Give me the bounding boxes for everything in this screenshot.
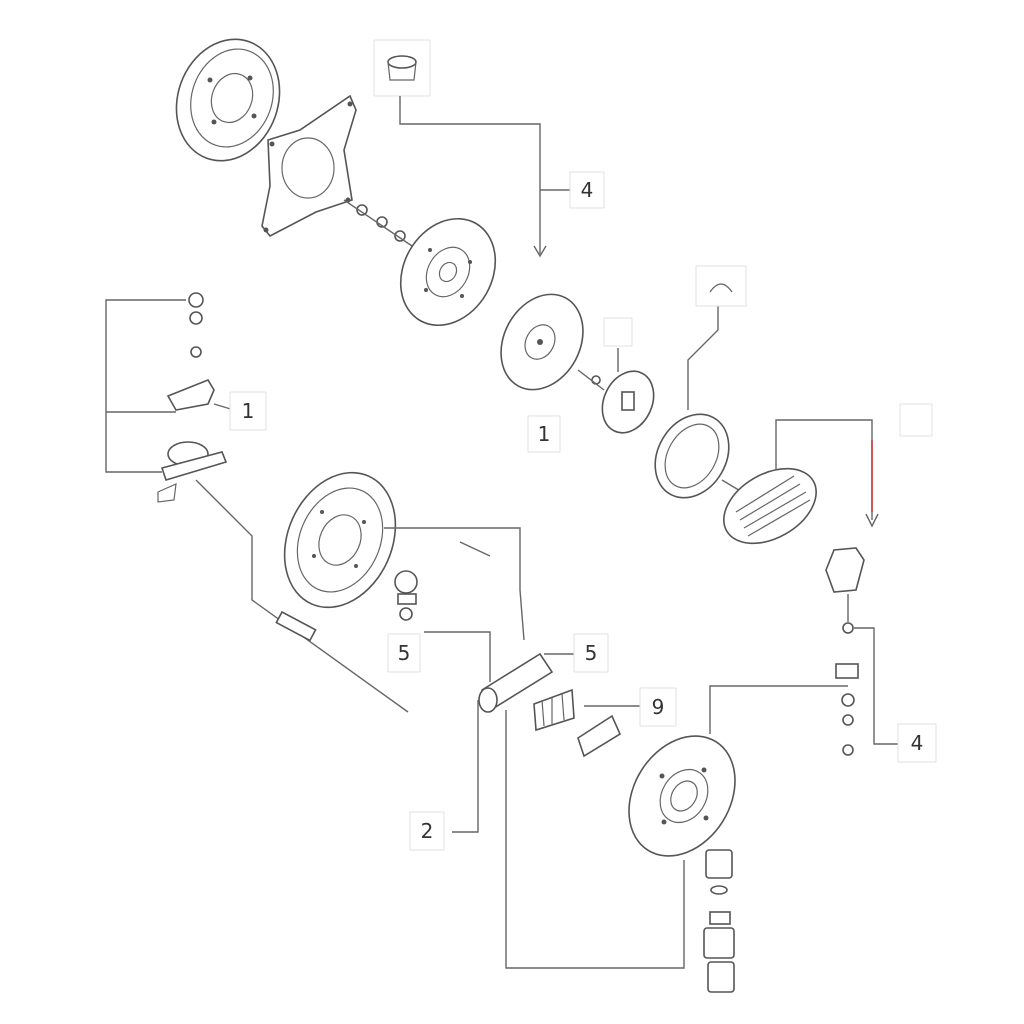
bolt-stack-bottom (703, 849, 735, 993)
rotor-large-left (283, 471, 525, 641)
svg-text:2: 2 (421, 819, 434, 843)
caliper-right (825, 547, 900, 756)
shim-and-clip (533, 688, 640, 758)
svg-text:9: 9 (652, 695, 665, 719)
rotor-bottom (628, 685, 848, 857)
brake-disc-top-left (175, 38, 281, 162)
callout-5-right: 5 (573, 633, 609, 673)
bearing-ring (654, 265, 747, 499)
callout-1-left: 1 (229, 391, 267, 431)
svg-text:5: 5 (398, 641, 411, 665)
rotor-center-top (399, 217, 497, 327)
svg-text:4: 4 (581, 178, 594, 202)
callout-1-center: 1 (527, 415, 561, 453)
brake-pad (723, 419, 879, 545)
backing-plate (261, 94, 357, 238)
callout-2: 2 (409, 811, 445, 851)
hub-cap-small (577, 317, 655, 434)
svg-text:4: 4 (911, 731, 924, 755)
caliper-left (105, 292, 235, 503)
callout-5-left: 5 (387, 633, 421, 673)
rotor-middle (500, 293, 584, 391)
piston-cylinder (394, 570, 685, 969)
bleeder-fitting-top (373, 39, 574, 258)
svg-text:5: 5 (585, 641, 598, 665)
callout-blank-right (899, 403, 933, 437)
callout-4-top: 4 (569, 171, 605, 209)
svg-text:1: 1 (242, 399, 255, 423)
svg-text:1: 1 (538, 422, 551, 446)
guide-rod (195, 479, 491, 713)
callout-4-right: 4 (897, 723, 937, 763)
fastener-set-top (343, 199, 416, 249)
callout-9: 9 (639, 687, 677, 727)
